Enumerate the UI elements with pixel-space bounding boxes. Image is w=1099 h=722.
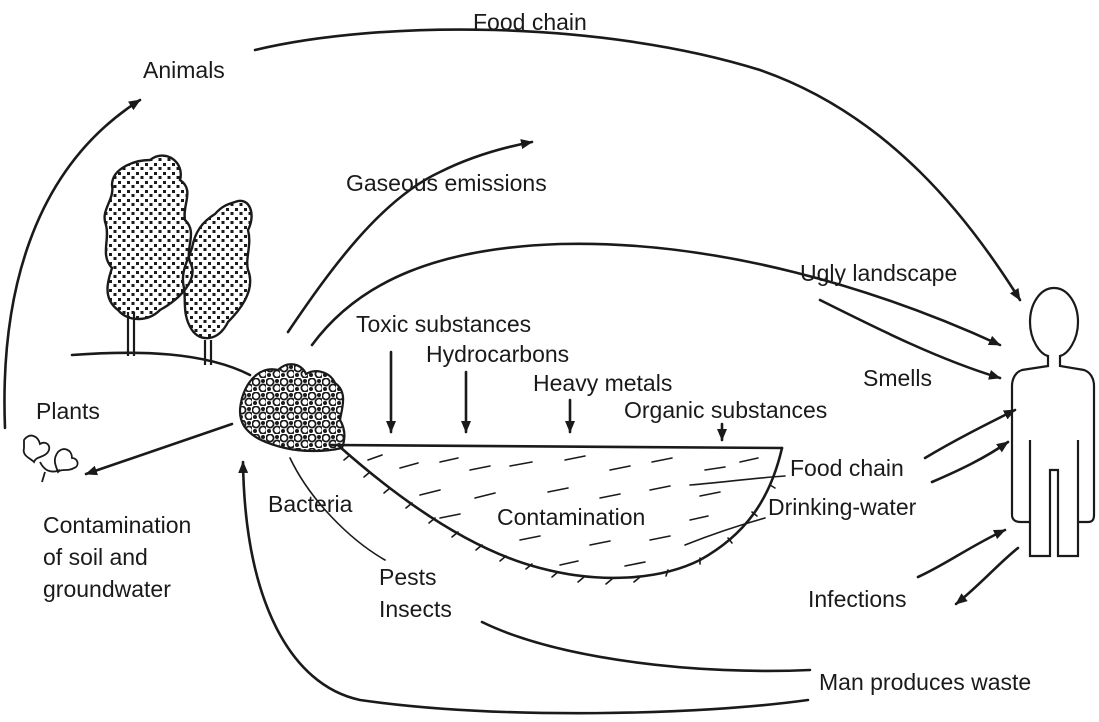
label-contamination-soil: Contamination of soil and groundwater (43, 509, 191, 605)
label-contamination-soil-line1: Contamination (43, 509, 191, 541)
plant-icon (24, 436, 78, 482)
label-hydrocarbons: Hydrocarbons (426, 341, 569, 367)
label-gaseous-emissions: Gaseous emissions (346, 170, 547, 196)
label-food-chain-water: Food chain (790, 455, 904, 481)
label-contamination-soil-line3: groundwater (43, 573, 191, 605)
label-pests: Pests (379, 564, 437, 590)
label-infections: Infections (808, 586, 906, 612)
label-bacteria: Bacteria (268, 491, 352, 517)
label-ugly-landscape: Ugly landscape (800, 260, 957, 286)
label-smells: Smells (863, 365, 932, 391)
label-drinking-water: Drinking-water (768, 494, 916, 520)
label-organic-substances: Organic substances (624, 397, 827, 423)
label-toxic-substances: Toxic substances (356, 311, 531, 337)
human-figure-icon (1012, 288, 1094, 556)
label-man-produces-waste: Man produces waste (819, 669, 1031, 695)
label-food-chain-top: Food chain (473, 9, 587, 35)
tree-icon (183, 201, 252, 365)
label-insects: Insects (379, 596, 452, 622)
label-contamination-soil-line2: of soil and (43, 541, 191, 573)
tree-icon (105, 156, 193, 356)
label-plants: Plants (36, 398, 100, 424)
label-heavy-metals: Heavy metals (533, 370, 672, 396)
waste-heap-icon (240, 364, 344, 451)
label-contamination: Contamination (497, 504, 645, 530)
hill-outline (72, 353, 250, 375)
label-animals: Animals (143, 57, 225, 83)
